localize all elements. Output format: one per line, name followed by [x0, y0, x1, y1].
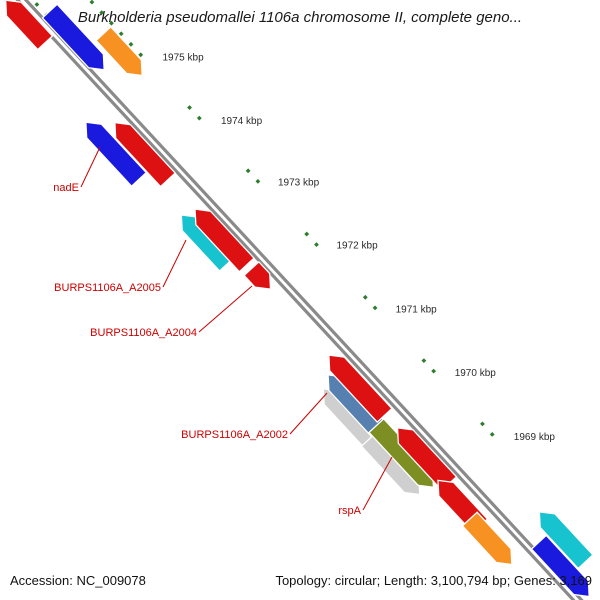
tick-dot [138, 52, 144, 58]
accession-text: Accession: NC_009078 [10, 573, 146, 588]
gene-label-leader [198, 285, 253, 333]
gene-arrow [328, 354, 393, 424]
tick-dot [421, 358, 427, 364]
gene-label-leader [362, 456, 393, 511]
tick-dot [34, 2, 40, 7]
gene-arrow [4, 0, 54, 51]
ruler-label: 1974 kbp [221, 116, 263, 127]
gene-arrow [194, 208, 255, 273]
gene-arrow [461, 511, 513, 566]
tick-dot [196, 115, 202, 121]
gene-arrow [538, 511, 594, 570]
topology-text: Topology: circular; Length: 3,100,794 bp… [275, 573, 592, 588]
tick-dot [187, 105, 192, 110]
gene-label-leader [289, 392, 328, 435]
tick-dot [245, 168, 251, 174]
tick-dot [372, 305, 378, 311]
gene-label-leader [162, 239, 187, 288]
gene-label-leader [80, 146, 101, 188]
gene-label-nadE: nadE [53, 182, 79, 194]
tick-dot [99, 10, 105, 16]
gene-arrow-nadE [85, 121, 148, 188]
map-title: Burkholderia pseudomallei 1106a chromoso… [78, 9, 522, 26]
ruler-label: 1973 kbp [278, 178, 320, 189]
gene-label-BURPS1106A_A2004: BURPS1106A_A2004 [90, 327, 197, 339]
tick-dot [304, 231, 310, 237]
gene-arrow-BURPS1106A_A2004 [243, 260, 272, 290]
tick-dot [128, 41, 134, 47]
tick-dot [431, 368, 437, 374]
tick-dot [480, 421, 485, 427]
tick-dot [362, 294, 368, 300]
gene-arrow [114, 121, 177, 188]
ruler-label: 1971 kbp [396, 304, 438, 315]
ruler-label: 1972 kbp [337, 241, 379, 252]
tick-dot [118, 31, 124, 37]
tick-dot [89, 0, 95, 5]
tick-dot [255, 178, 261, 184]
gene-label-BURPS1106A_A2002: BURPS1106A_A2002 [181, 429, 288, 441]
gene-label-rspA: rspA [338, 505, 361, 517]
tick-dot [489, 432, 495, 437]
tick-dot [314, 242, 319, 248]
ruler-label: 1969 kbp [514, 432, 556, 443]
gene-arrow [41, 3, 105, 71]
ruler-label: 1975 kbp [163, 53, 205, 64]
gene-label-BURPS1106A_A2005: BURPS1106A_A2005 [54, 282, 161, 294]
ruler-label: 1970 kbp [455, 368, 497, 379]
tick-dot [109, 20, 114, 26]
gene-arrow [530, 534, 590, 598]
gene-arrow [95, 25, 143, 77]
